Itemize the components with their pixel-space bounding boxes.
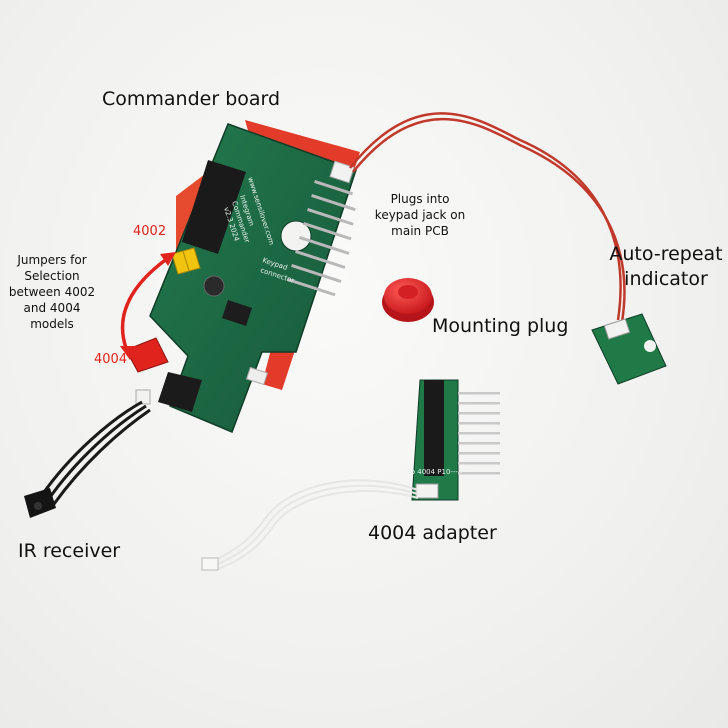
label-jumpers-line4: and 4004 xyxy=(23,301,81,315)
adapter-silkscreen: to 4004 P10---> xyxy=(408,468,464,476)
label-jumpers-line3: between 4002 xyxy=(8,285,96,299)
label-jumpers-line2: Selection xyxy=(24,269,80,283)
label-plugs-into-line3: main PCB xyxy=(391,224,449,238)
label-4004: 4004 xyxy=(94,352,128,367)
red-jumper xyxy=(125,337,169,373)
label-auto-repeat-line2: indicator xyxy=(624,268,708,290)
label-plugs-into-line2: keypad jack on xyxy=(374,208,466,222)
label-plugs-into: Plugs into keypad jack on main PCB xyxy=(372,191,468,239)
label-jumpers-line1: Jumpers for xyxy=(17,253,87,267)
indicator-wire xyxy=(349,112,626,323)
ir-receiver xyxy=(24,400,151,518)
indicator-board xyxy=(591,313,667,385)
label-auto-repeat-line1: Auto-repeat xyxy=(609,243,723,265)
label-adapter: 4004 adapter xyxy=(368,522,497,544)
label-jumpers: Jumpers for Selection between 4002 and 4… xyxy=(6,252,98,332)
adapter-board: to 4004 P10---> xyxy=(408,379,500,501)
selection-arrow xyxy=(120,252,176,360)
mounting-plug xyxy=(382,278,434,322)
adapter-cable-plug xyxy=(201,557,219,571)
yellow-jumper xyxy=(171,247,201,275)
label-jumpers-line5: models xyxy=(30,317,74,331)
label-ir-receiver: IR receiver xyxy=(18,540,121,562)
adapter-cable xyxy=(211,479,419,571)
label-commander-board: Commander board xyxy=(102,88,281,110)
commander-board: www.sensilover.com Integram Commander v2… xyxy=(135,123,357,433)
label-4002: 4002 xyxy=(133,224,167,239)
label-plugs-into-line1: Plugs into xyxy=(390,192,450,206)
label-mounting-plug: Mounting plug xyxy=(432,315,569,337)
label-auto-repeat: Auto-repeat indicator xyxy=(604,242,728,292)
